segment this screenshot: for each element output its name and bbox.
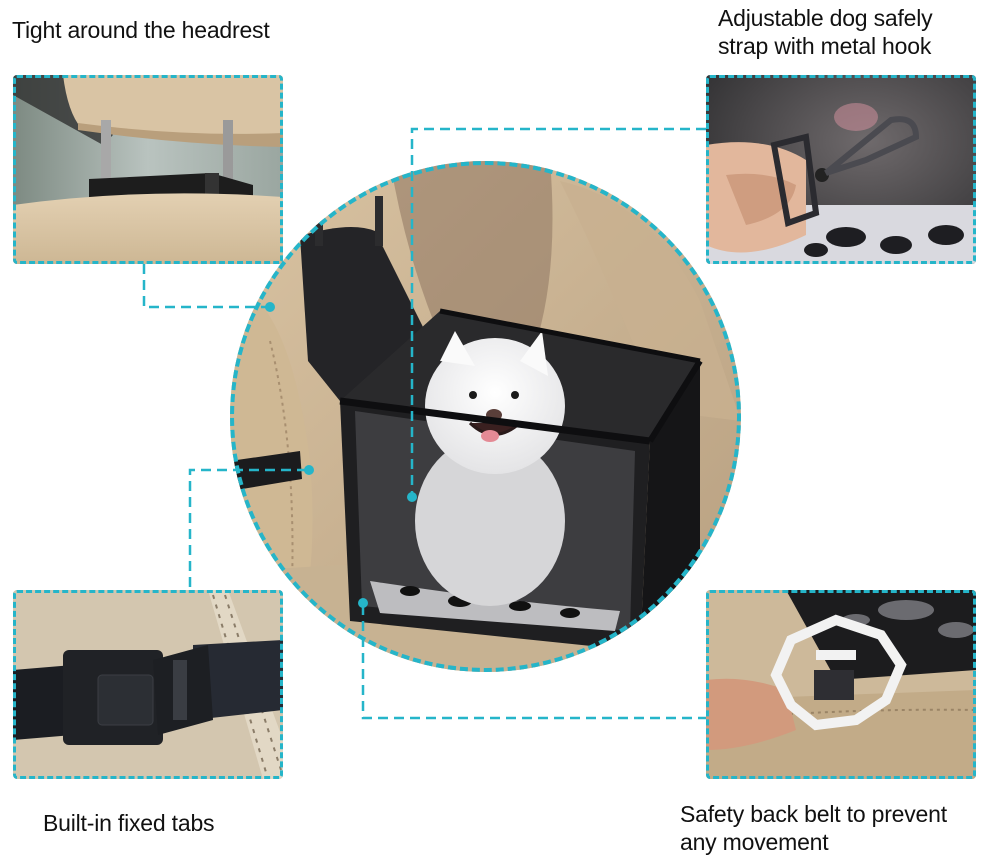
safety-clip-photo xyxy=(706,590,976,779)
caption-strap-hook: Adjustable dog safely strap with metal h… xyxy=(718,5,933,59)
caption-fixed-tabs: Built-in fixed tabs xyxy=(43,810,215,836)
headrest-photo xyxy=(13,75,283,264)
caption-headrest: Tight around the headrest xyxy=(12,17,270,43)
buckle-photo xyxy=(13,590,283,779)
connector-headrest xyxy=(142,264,268,309)
metal-hook-photo xyxy=(706,75,976,264)
caption-safety-belt: Safety back belt to prevent any movement xyxy=(680,801,947,855)
dog-car-seat-photo xyxy=(230,161,741,672)
